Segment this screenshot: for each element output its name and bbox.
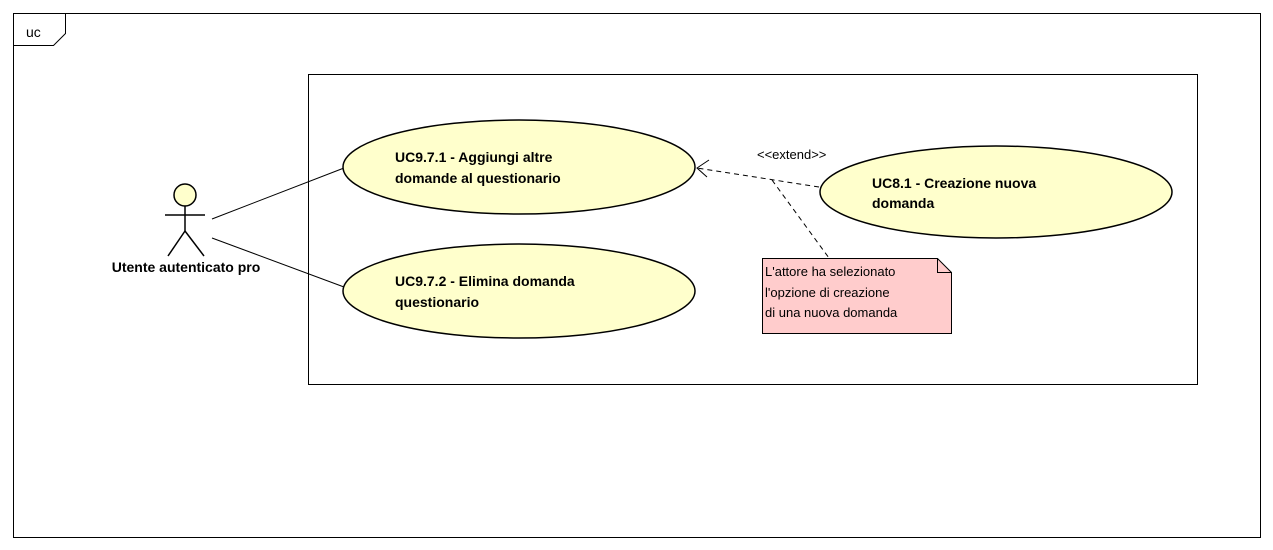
use-case-uc971-shape bbox=[342, 119, 696, 215]
note-fold bbox=[937, 258, 952, 273]
actor-head bbox=[173, 183, 197, 207]
note[interactable]: L'attore ha selezionato l'opzione di cre… bbox=[762, 258, 952, 334]
extend-relation bbox=[696, 167, 820, 188]
actor-name: Utente autenticato pro bbox=[112, 259, 261, 275]
frame-tab bbox=[13, 13, 66, 46]
note-line1: L'attore ha selezionato bbox=[765, 264, 895, 279]
note-anchor bbox=[771, 179, 830, 259]
use-case-uc971-label-line2: domande al questionario bbox=[395, 170, 561, 186]
use-case-uc81-shape bbox=[819, 145, 1173, 239]
use-case-uc972-label-line2: questionario bbox=[395, 294, 479, 310]
use-case-uc81-label-line2: domanda bbox=[872, 195, 934, 211]
association-uc971 bbox=[211, 167, 345, 220]
extend-arrowhead bbox=[696, 159, 710, 178]
actor-right-leg bbox=[184, 230, 205, 257]
use-case-uc81[interactable]: UC8.1 - Creazione nuova domanda bbox=[819, 145, 1173, 239]
actor-utente-autenticato-pro[interactable] bbox=[165, 183, 205, 257]
association-uc972 bbox=[211, 237, 345, 288]
use-case-uc972[interactable]: UC9.7.2 - Elimina domanda questionario bbox=[342, 243, 696, 339]
use-case-uc81-label-line1: UC8.1 - Creazione nuova bbox=[872, 175, 1036, 191]
note-line3: di una nuova domanda bbox=[765, 305, 898, 320]
frame-label: uc bbox=[26, 24, 41, 40]
use-case-uc971[interactable]: UC9.7.1 - Aggiungi altre domande al ques… bbox=[342, 119, 696, 215]
note-line2: l'opzione di creazione bbox=[765, 285, 890, 300]
use-case-uc971-label-line1: UC9.7.1 - Aggiungi altre bbox=[395, 149, 553, 165]
extend-label: <<extend>> bbox=[757, 147, 826, 162]
use-case-uc972-label-line1: UC9.7.2 - Elimina domanda bbox=[395, 273, 575, 289]
note-shape bbox=[762, 258, 952, 334]
use-case-uc972-shape bbox=[342, 243, 696, 339]
actor-left-leg bbox=[167, 230, 186, 257]
